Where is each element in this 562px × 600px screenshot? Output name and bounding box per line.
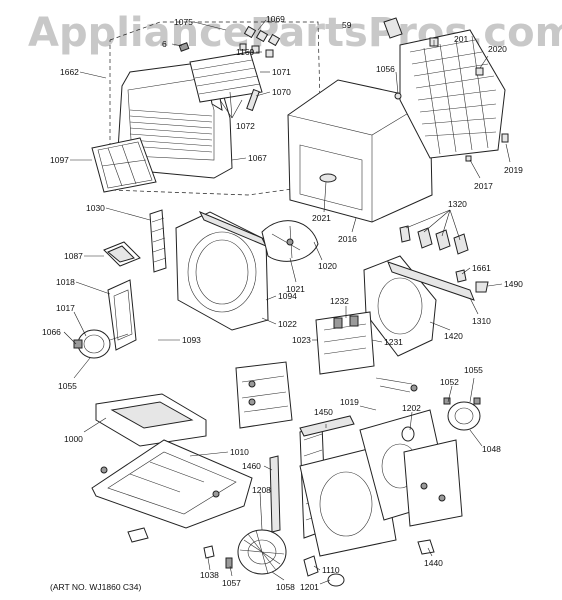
part-knobs [178, 25, 281, 112]
callout-1030: 1030 [86, 203, 105, 213]
callout-59: 59 [342, 20, 352, 30]
callout-2019: 2019 [504, 165, 523, 175]
callout-1231: 1231 [384, 337, 403, 347]
part-fan-blade [261, 220, 319, 262]
part-evaporator-coil [149, 209, 167, 273]
part-fan-motor [73, 329, 129, 359]
callout-1038: 1038 [200, 570, 219, 580]
callout-1010: 1010 [230, 447, 249, 457]
part-terminal-block [315, 311, 375, 375]
part-compressor-motor [443, 397, 481, 431]
part-bracket-1450 [299, 415, 355, 437]
callout-1110: 1110 [322, 565, 340, 575]
part-fan-orifice [175, 211, 269, 331]
callout-1052: 1052 [440, 377, 459, 387]
part-capacitor [401, 426, 415, 442]
callout-1020: 1020 [318, 261, 337, 271]
callout-1048: 1048 [482, 444, 501, 454]
callout-labels: 1075 1069 6 1169 1071 1070 1072 1067 166… [42, 14, 523, 592]
part-insulation-1460 [269, 455, 281, 533]
part-rear-panel [403, 439, 463, 527]
callout-1440: 1440 [424, 558, 443, 568]
callout-1017: 1017 [56, 303, 75, 313]
callout-201: 201 [454, 34, 468, 44]
part-blower-wheel [237, 529, 287, 575]
callout-1057: 1057 [222, 578, 241, 588]
callout-1097: 1097 [50, 155, 69, 165]
callout-1067: 1067 [248, 153, 267, 163]
callout-1094: 1094 [278, 291, 297, 301]
part-bracket-1110 [303, 555, 319, 577]
callout-2021: 2021 [312, 213, 331, 223]
callout-1055-right: 1055 [464, 365, 483, 375]
callout-2016: 2016 [338, 234, 357, 244]
leader-lines [63, 19, 511, 585]
part-air-filter [91, 137, 157, 193]
part-clips-right [455, 269, 489, 293]
part-wire-harness [375, 377, 418, 393]
callout-1661: 1661 [472, 263, 491, 273]
callout-1087: 1087 [64, 251, 83, 261]
part-clip-1440 [417, 539, 435, 555]
part-drip-tray [95, 393, 207, 447]
callout-1310: 1310 [472, 316, 491, 326]
part-louvers [189, 51, 263, 103]
callout-1320: 1320 [448, 199, 467, 209]
part-drain-plug [127, 527, 149, 543]
callout-1420: 1420 [444, 331, 463, 341]
part-insulation-strip [387, 261, 475, 301]
callout-1021: 1021 [286, 284, 305, 294]
callout-1000: 1000 [64, 434, 83, 444]
callout-1072: 1072 [236, 121, 255, 131]
callout-1022: 1022 [278, 319, 297, 329]
callout-2017: 2017 [474, 181, 493, 191]
callout-1450: 1450 [314, 407, 333, 417]
part-control-panel [235, 361, 293, 429]
callout-1023: 1023 [292, 335, 311, 345]
callout-1066: 1066 [42, 327, 61, 337]
callout-1070: 1070 [272, 87, 291, 97]
part-control-box [103, 241, 141, 267]
callout-1208: 1208 [252, 485, 271, 495]
part-motor-bracket [107, 279, 137, 351]
callout-1093: 1093 [182, 335, 201, 345]
callout-1056: 1056 [376, 64, 395, 74]
callout-6: 6 [162, 39, 167, 49]
callout-1232: 1232 [330, 296, 349, 306]
part-small-bracket-1038 [203, 545, 215, 559]
callout-1019: 1019 [340, 397, 359, 407]
part-base-pan [91, 439, 253, 529]
callout-1201: 1201 [300, 582, 319, 592]
art-number: (ART NO. WJ1860 C34) [50, 582, 141, 592]
callout-1490: 1490 [504, 279, 523, 289]
callout-1069: 1069 [266, 14, 285, 24]
part-brackets-1320 [399, 225, 469, 255]
callout-1169: 1169 [236, 47, 255, 57]
part-set-screw [225, 557, 233, 569]
callout-1071: 1071 [272, 67, 291, 77]
callout-1058: 1058 [276, 582, 295, 592]
part-drain-1201 [327, 573, 345, 587]
callout-1055-left: 1055 [58, 381, 77, 391]
callout-1018: 1018 [56, 277, 75, 287]
callout-2020: 2020 [488, 44, 507, 54]
part-rear-grille [399, 29, 506, 159]
callout-1202: 1202 [402, 403, 421, 413]
callout-1662: 1662 [60, 67, 79, 77]
callout-1460: 1460 [242, 461, 261, 471]
callout-1075: 1075 [174, 17, 193, 27]
